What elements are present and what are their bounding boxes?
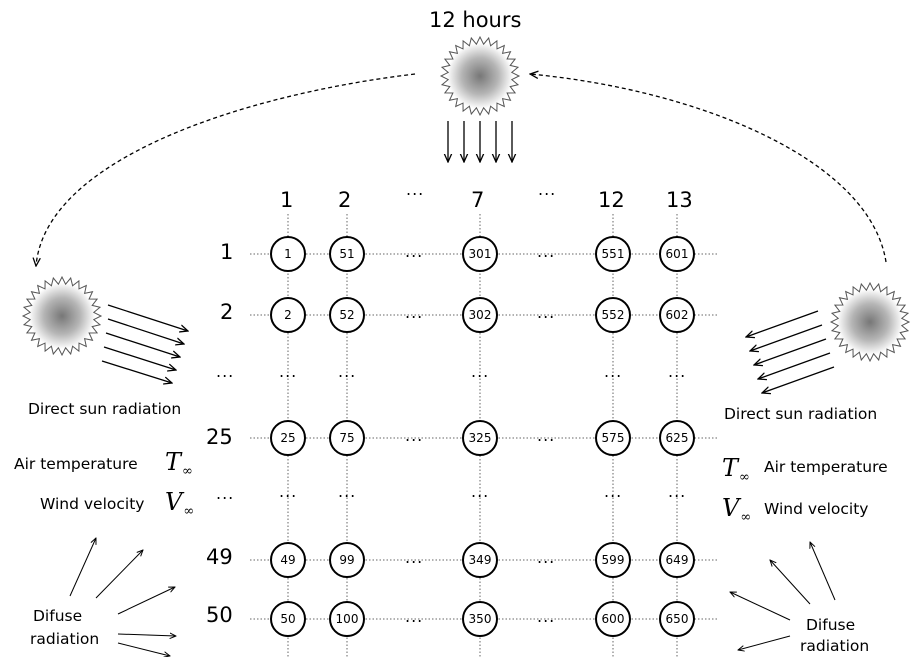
grid-node: 50 (270, 601, 306, 637)
grid-node: 75 (329, 420, 365, 456)
diagram-title: 12 hours (429, 8, 522, 32)
grid-node: 1 (270, 236, 306, 272)
left-wind-velocity-label: Wind velocity (40, 495, 145, 513)
column-header-12: 12 (598, 188, 625, 212)
grid-node: 51 (329, 236, 365, 272)
left-diffuse-arrows (69, 538, 176, 656)
right-air-temperature-label: Air temperature (764, 458, 888, 476)
right-direct-radiation-label: Direct sun radiation (724, 405, 878, 423)
grid-node: 99 (329, 542, 365, 578)
row-ellipsis: ... (405, 607, 424, 626)
grid-node: 650 (659, 601, 695, 637)
sun-top-icon (439, 35, 521, 117)
grid-node: 49 (270, 542, 306, 578)
row-ellipsis: ... (537, 426, 556, 445)
grid-node: 601 (659, 236, 695, 272)
grid-node: 625 (659, 420, 695, 456)
grid-node: 600 (595, 601, 631, 637)
row-ellipsis: ... (537, 242, 556, 261)
left-diffuse-label-line1: Difuse (33, 607, 83, 625)
grid-node: 552 (595, 297, 631, 333)
column-ellipsis: ... (471, 482, 490, 501)
row-header-1: 1 (220, 240, 234, 264)
row-ellipsis: ... (537, 607, 556, 626)
left-air-temperature-symbol: T∞ (165, 448, 193, 479)
left-wind-velocity-symbol: V∞ (165, 488, 195, 519)
row-header-ellipsis-b: ... (216, 484, 235, 503)
grid-node: 325 (462, 420, 498, 456)
right-air-temperature-symbol: T∞ (722, 454, 750, 485)
row-header-49: 49 (206, 545, 233, 569)
sun-path-left-arc (36, 73, 416, 266)
grid-node: 52 (329, 297, 365, 333)
column-header-2: 2 (338, 188, 352, 212)
row-ellipsis: ... (405, 242, 424, 261)
column-ellipsis: ... (604, 362, 623, 381)
column-header-ellipsis-b: ... (538, 180, 557, 199)
sun-left-icon (21, 275, 103, 357)
sun-right-icon (829, 281, 911, 363)
column-ellipsis: ... (604, 482, 623, 501)
grid-node: 349 (462, 542, 498, 578)
grid-node: 100 (329, 601, 365, 637)
right-sun-rays (746, 310, 835, 393)
left-diffuse-label-line2: radiation (30, 630, 100, 648)
row-ellipsis: ... (537, 303, 556, 322)
column-ellipsis: ... (668, 482, 687, 501)
column-header-ellipsis-a: ... (406, 180, 425, 199)
row-ellipsis: ... (405, 548, 424, 567)
row-header-2: 2 (220, 300, 234, 324)
row-ellipsis: ... (405, 303, 424, 322)
right-diffuse-arrows (730, 542, 836, 650)
grid-node: 350 (462, 601, 498, 637)
row-ellipsis: ... (537, 548, 556, 567)
sun-path-right-arc (530, 74, 887, 263)
left-sun-rays (101, 304, 188, 383)
column-header-7: 7 (471, 188, 485, 212)
column-ellipsis: ... (279, 482, 298, 501)
column-ellipsis: ... (668, 362, 687, 381)
grid-node: 301 (462, 236, 498, 272)
grid-node: 551 (595, 236, 631, 272)
grid-node: 2 (270, 297, 306, 333)
right-wind-velocity-label: Wind velocity (764, 500, 869, 518)
right-diffuse-label-line1: Difuse (806, 616, 856, 634)
column-header-1: 1 (280, 188, 294, 212)
column-ellipsis: ... (279, 362, 298, 381)
row-header-50: 50 (206, 603, 233, 627)
left-direct-radiation-label: Direct sun radiation (28, 400, 182, 418)
grid-node: 302 (462, 297, 498, 333)
row-header-25: 25 (206, 425, 233, 449)
column-header-13: 13 (666, 188, 693, 212)
grid-node: 649 (659, 542, 695, 578)
top-sun-rays (448, 121, 512, 162)
grid-node: 599 (595, 542, 631, 578)
grid-node: 602 (659, 297, 695, 333)
column-ellipsis: ... (338, 362, 357, 381)
right-diffuse-label-line2: radiation (800, 637, 870, 655)
row-ellipsis: ... (405, 426, 424, 445)
right-wind-velocity-symbol: V∞ (722, 494, 752, 525)
left-air-temperature-label: Air temperature (14, 455, 138, 473)
column-ellipsis: ... (338, 482, 357, 501)
grid-node: 25 (270, 420, 306, 456)
row-header-ellipsis-a: ... (216, 362, 235, 381)
column-ellipsis: ... (471, 362, 490, 381)
grid-node: 575 (595, 420, 631, 456)
